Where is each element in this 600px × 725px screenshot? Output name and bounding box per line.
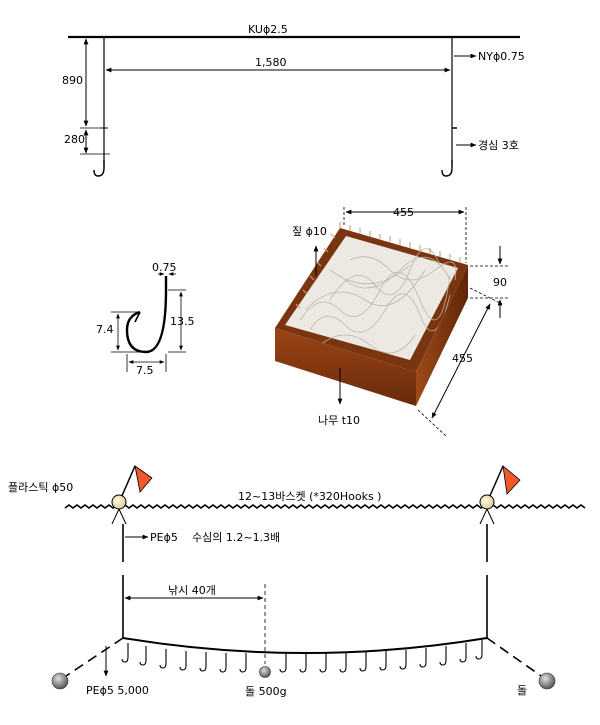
- basket-nails: [295, 222, 461, 309]
- end-anchor-label: 돌: [517, 684, 527, 697]
- bait-basket-illustration: 455 90 455 짚 ϕ10 나무 t10: [275, 206, 510, 437]
- basket-depth-label: 455: [452, 352, 473, 365]
- anchor-line-label: PEϕ5 5,000: [86, 684, 149, 697]
- buoy-line-note: 수심의 1.2~1.3배: [192, 531, 280, 544]
- ground-mainline: [122, 637, 488, 654]
- mainline-label: KUϕ2.5: [248, 23, 288, 36]
- material-label: 나무 t10: [318, 414, 360, 427]
- right-anchor-line: [486, 637, 545, 679]
- height-inner-label: 7.4: [96, 323, 114, 336]
- basket-contents: [285, 236, 458, 360]
- buoy-line-label: PEϕ5: [150, 531, 178, 544]
- basket-width-label: 455: [393, 206, 414, 219]
- center-weight-icon: [259, 666, 271, 678]
- float-label: 플라스틱 ϕ50: [8, 481, 73, 494]
- center-weight-label: 돌 500g: [245, 685, 287, 698]
- left-hook-icon: [93, 160, 105, 177]
- hook-row: [121, 640, 483, 673]
- left-float-leg-b: [118, 508, 127, 525]
- left-anchor-stone-icon: [51, 672, 69, 690]
- basket-depth-dim: [431, 303, 491, 419]
- right-flag-pole: [488, 465, 504, 499]
- left-anchor-line: [62, 637, 124, 679]
- rope-label: 짚 ϕ10: [292, 225, 327, 238]
- branch-line-label: NYϕ0.75: [478, 50, 525, 63]
- left-flag-icon: [134, 465, 153, 493]
- right-float-icon: [479, 494, 495, 510]
- right-anchor-stone-icon: [538, 672, 556, 690]
- hook-shape-icon: [125, 276, 168, 354]
- height-label: 890: [62, 74, 83, 87]
- basket-height-label: 90: [493, 276, 507, 289]
- basket-count-label: 12~13바스켓 (*320Hooks ): [238, 490, 381, 503]
- sea-surface-line: [64, 504, 586, 509]
- height-outer-label: 13.5: [170, 315, 195, 328]
- basket-line-coils: [299, 248, 457, 354]
- width-label: 7.5: [136, 364, 154, 377]
- hook-size-label: 경심 3호: [478, 139, 519, 152]
- left-float-icon: [111, 494, 127, 510]
- right-flag-icon: [502, 465, 521, 495]
- span-label: 1,580: [255, 56, 287, 69]
- depth-ext-bottom: [417, 409, 447, 437]
- longline-layout-diagram: 플라스틱 ϕ50 12~13바스켓 (*320Hooks ) PEϕ5 수심의 …: [8, 465, 586, 698]
- right-float-leg-b: [486, 508, 495, 525]
- left-float-leg-a: [111, 508, 120, 525]
- hook-drop-label: 280: [64, 133, 85, 146]
- hook-barb: [134, 311, 141, 323]
- depth-ext-top: [469, 287, 503, 305]
- hook-count-label: 낚시 40개: [168, 584, 216, 597]
- basket-front-face: [275, 328, 416, 406]
- hook-detail-drawing: 0.75 13.5 7.4 7.5: [96, 261, 195, 377]
- top-mainline-diagram: KUϕ2.5 1,580 890 280 NYϕ0.75 경심 3호: [62, 23, 525, 177]
- right-float-leg-a: [479, 508, 488, 525]
- right-hook-icon: [441, 160, 453, 177]
- left-flag-pole: [120, 465, 136, 499]
- wire-label: 0.75: [152, 261, 177, 274]
